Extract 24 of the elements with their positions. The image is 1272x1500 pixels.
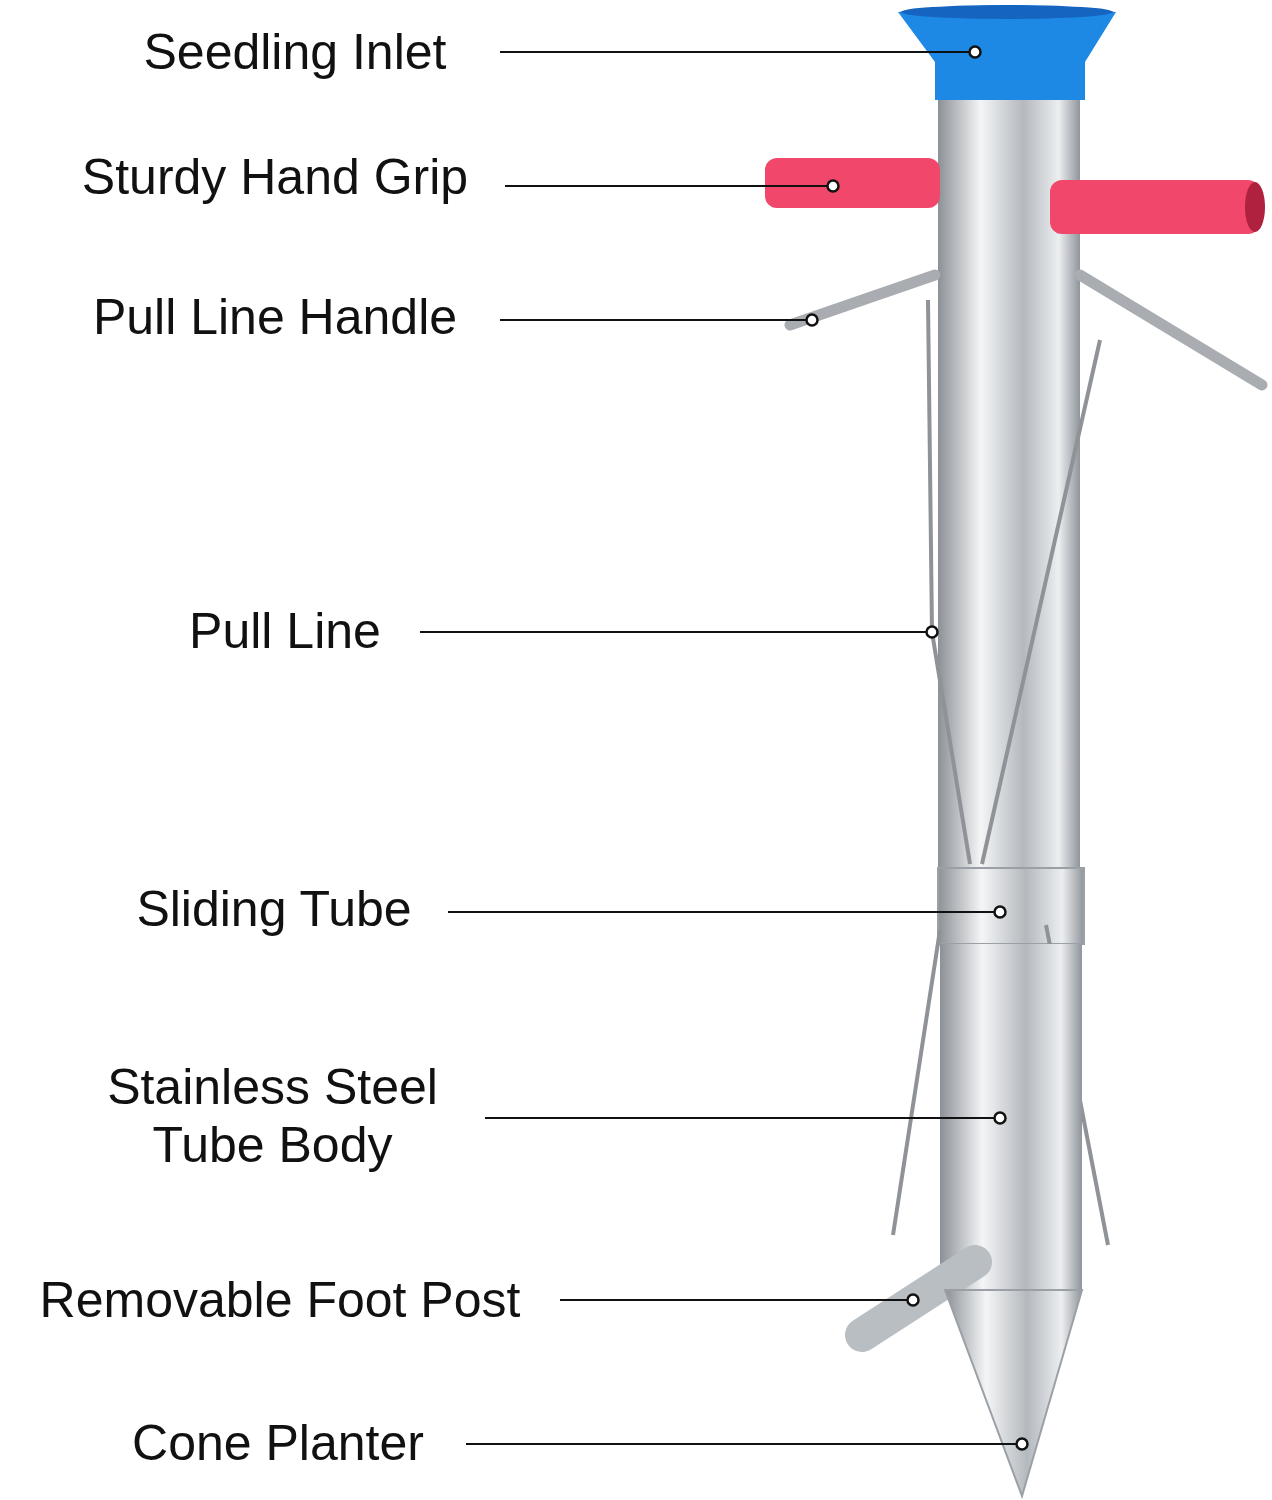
part-label: Stainless Steel Tube Body bbox=[106, 1058, 439, 1174]
part-label: Removable Foot Post bbox=[39, 1271, 521, 1329]
part-label: Seedling Inlet bbox=[143, 23, 447, 81]
tube-body-drawing bbox=[940, 944, 1082, 1290]
leader-line bbox=[447, 905, 1007, 919]
part-label: Pull Line Handle bbox=[92, 288, 458, 346]
pull-wire-drawing bbox=[926, 299, 1102, 865]
hand-grip-drawing bbox=[765, 158, 1265, 234]
lever-handle-drawing bbox=[784, 269, 1268, 391]
funnel-drawing bbox=[898, 5, 1116, 100]
part-label: Sliding Tube bbox=[136, 880, 412, 938]
leader-line bbox=[419, 625, 939, 639]
leader-line bbox=[504, 179, 840, 193]
leader-line bbox=[499, 313, 819, 327]
sliding-tube-drawing bbox=[891, 867, 1110, 1247]
leader-line bbox=[499, 45, 982, 59]
part-label: Cone Planter bbox=[132, 1414, 424, 1472]
part-label: Sturdy Hand Grip bbox=[81, 148, 469, 206]
cone-tip-drawing bbox=[943, 1289, 1084, 1500]
leader-line bbox=[484, 1111, 1007, 1125]
leader-line bbox=[559, 1293, 920, 1307]
foot-post-drawing bbox=[845, 1245, 992, 1352]
leader-line bbox=[465, 1437, 1029, 1451]
part-label: Pull Line bbox=[189, 602, 381, 660]
